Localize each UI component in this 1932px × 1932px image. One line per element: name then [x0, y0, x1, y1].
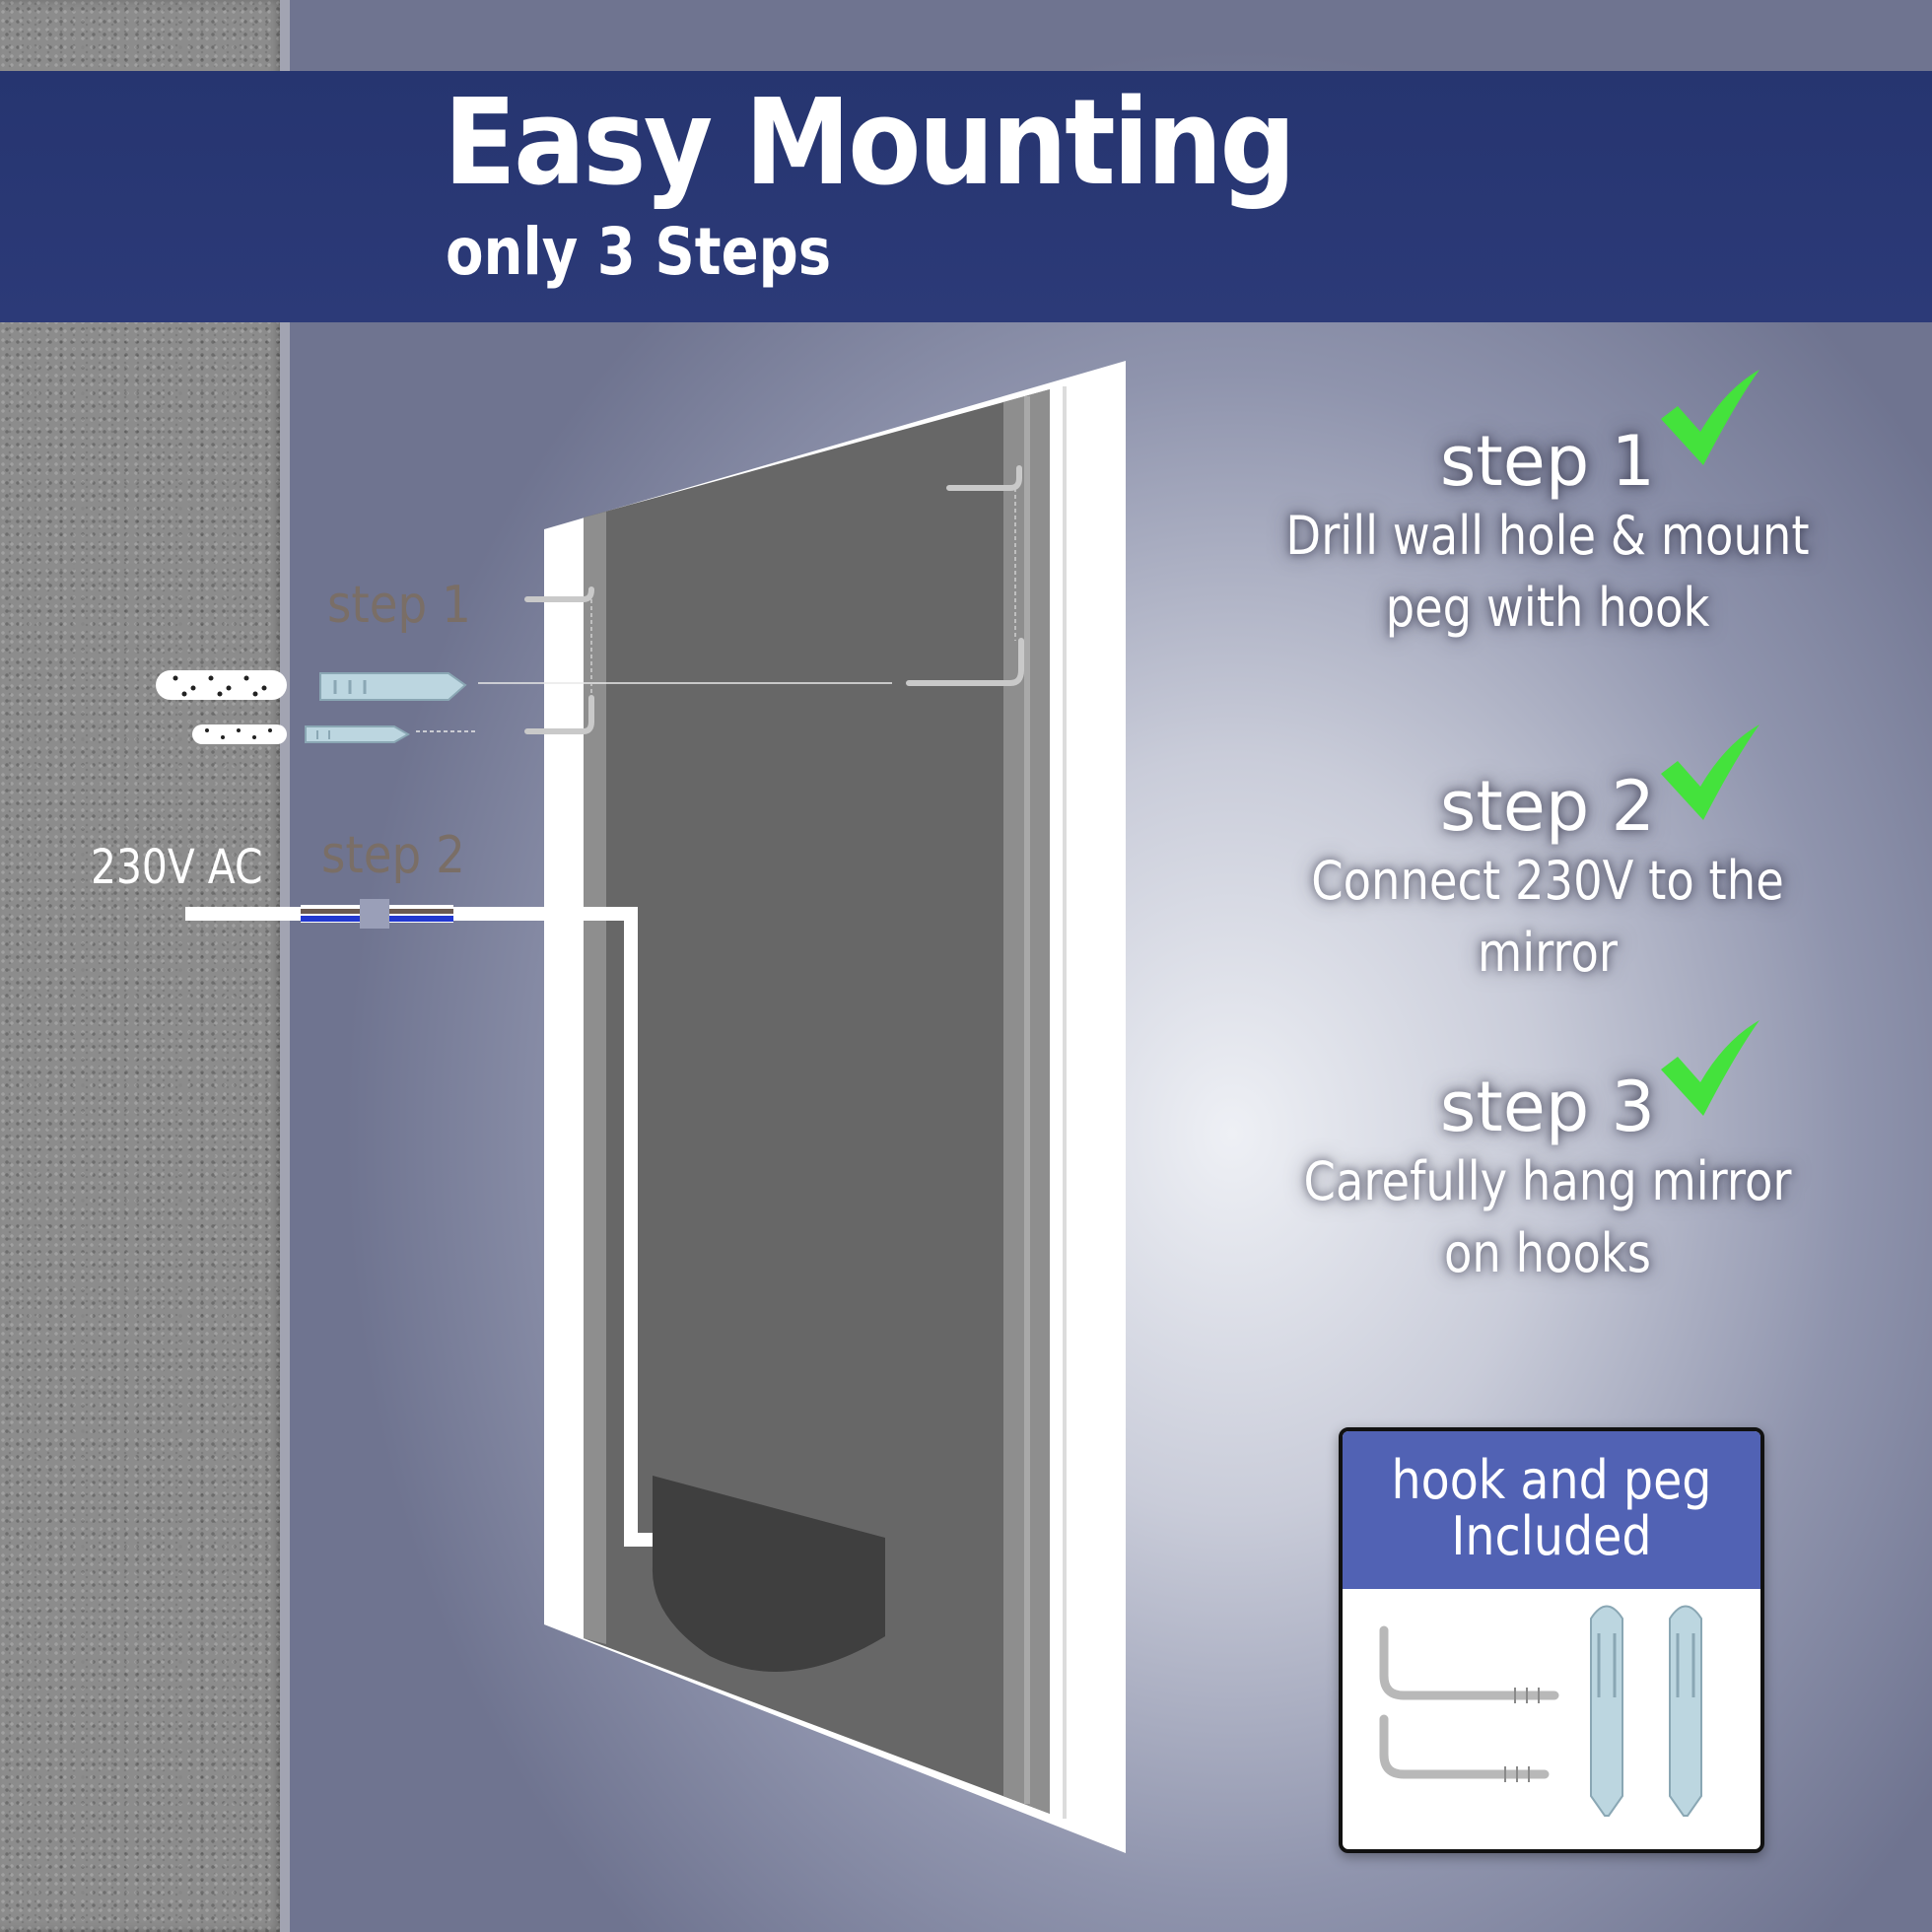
step-2-heading: step 2: [1439, 766, 1656, 847]
mirror-side-strip-left: [584, 512, 606, 1644]
kit-included-box: hook and peg Included: [1339, 1427, 1764, 1853]
wall-plug-icon: [319, 672, 467, 701]
step-3-line-1: Carefully hang mirror: [1303, 1150, 1792, 1212]
step-3-heading: step 3: [1439, 1067, 1656, 1147]
checkmark-icon: [1661, 1020, 1760, 1116]
mirror-glass: [584, 389, 1050, 1814]
voltage-label: 230V AC: [91, 840, 263, 895]
wall-plug-icon: [1669, 1605, 1702, 1817]
wall-plug-icon: [305, 725, 411, 743]
kit-title-line-1: hook and peg: [1391, 1449, 1712, 1511]
checkmark-icon: [1661, 724, 1760, 820]
wall-edge: [280, 0, 290, 1932]
step-2: step 2 Connect 230V to the mirror: [1212, 769, 1883, 990]
hook-icon: [524, 465, 1024, 734]
checkmark-icon: [1661, 370, 1760, 465]
step-3: step 3 Carefully hang mirror on hooks: [1212, 1070, 1883, 1290]
wall-plug-icon: [1590, 1605, 1623, 1817]
step-1: step 1 Drill wall hole & mount peg with …: [1212, 424, 1883, 645]
step-1-line-1: Drill wall hole & mount: [1285, 505, 1810, 567]
diagram-step1-label: step 1: [327, 576, 471, 635]
diagram-step2-label: step 2: [321, 826, 465, 885]
step-1-line-2: peg with hook: [1385, 577, 1710, 640]
wall-hole-lower: [192, 724, 287, 744]
kit-header: hook and peg Included: [1343, 1431, 1760, 1589]
header-banner: [0, 71, 1932, 322]
step-1-heading: step 1: [1439, 421, 1656, 502]
junction-box: [652, 1476, 885, 1672]
step-3-line-2: on hooks: [1444, 1222, 1651, 1285]
kit-contents: [1379, 1605, 1702, 1817]
kit-title-line-2: Included: [1451, 1504, 1652, 1567]
hook-icon: [1379, 1625, 1559, 1779]
page-subtitle: only 3 Steps: [446, 214, 832, 290]
page-title: Easy Mounting: [444, 75, 1296, 212]
step-2-line-1: Connect 230V to the mirror: [1311, 850, 1784, 985]
